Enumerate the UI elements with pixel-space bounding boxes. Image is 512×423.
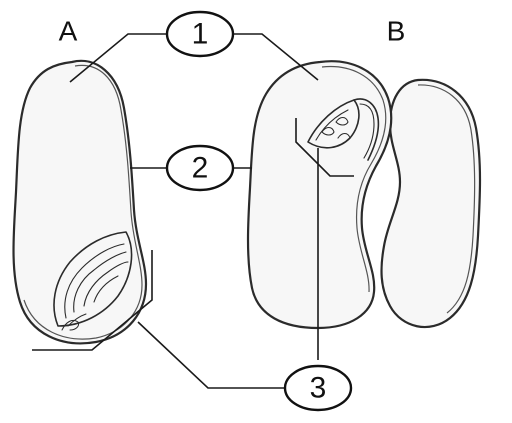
callout-1-number: 1 xyxy=(192,18,209,51)
seed-b-right-cotyledon xyxy=(382,80,480,327)
seed-a xyxy=(14,61,147,343)
seed-b-label: B xyxy=(387,16,406,47)
seed-b xyxy=(248,61,480,328)
callout-3-number: 3 xyxy=(310,372,327,405)
leader-3-to-a xyxy=(138,322,290,388)
callout-2-number: 2 xyxy=(192,152,209,185)
seed-a-label: A xyxy=(59,16,78,47)
seed-a-outline xyxy=(14,61,147,343)
callout-2: 2 xyxy=(167,146,233,190)
callout-1: 1 xyxy=(167,12,233,56)
callout-3: 3 xyxy=(285,366,351,410)
